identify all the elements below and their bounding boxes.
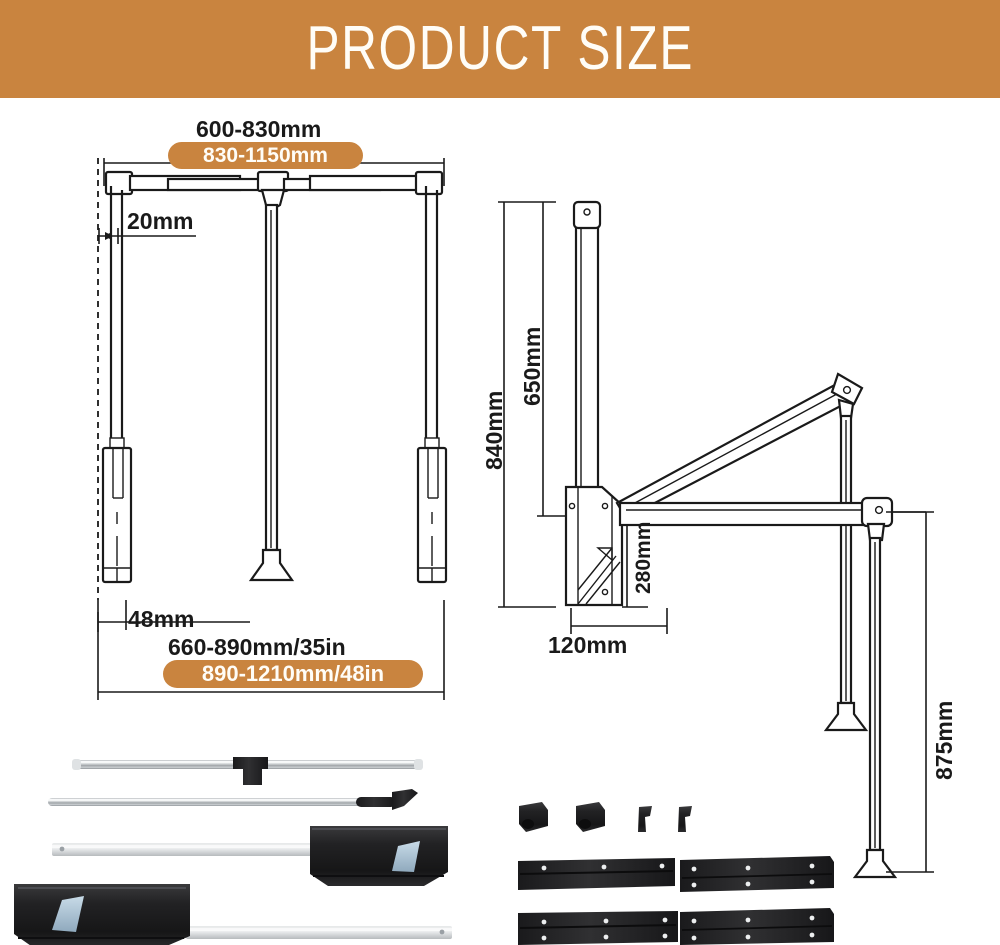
label-bracket-width: 120mm: [548, 632, 628, 658]
label-top-width-black: 600-830mm: [196, 116, 322, 142]
part-arm-assembly-right: [52, 826, 448, 886]
parts-left-group: [14, 757, 452, 945]
label-bottom-width-pill: 890-1210mm/48in: [163, 660, 423, 688]
part-clip-1: [638, 806, 652, 832]
header-banner: PRODUCT SIZE: [0, 0, 1000, 98]
side-view-linework: [498, 200, 934, 879]
part-pull-rod-with-handle: [48, 789, 418, 810]
label-bracket-depth: 48mm: [128, 606, 195, 632]
part-end-cap-2: [576, 802, 605, 832]
label-drop-height: 875mm: [931, 700, 957, 780]
part-mount-rail-1: [518, 858, 675, 890]
label-bottom-width-black: 660-890mm/35in: [168, 634, 346, 660]
part-arm-assembly-left: [14, 884, 452, 945]
part-mount-bracket-2: [680, 908, 834, 945]
parts-right-group: [518, 802, 834, 945]
part-end-cap-1: [519, 802, 548, 832]
part-mount-bracket-1: [680, 856, 834, 892]
label-total-height: 840mm: [481, 390, 507, 470]
label-bracket-height: 280mm: [632, 521, 655, 594]
part-clip-2: [678, 806, 692, 832]
page-title: PRODUCT SIZE: [306, 14, 694, 83]
label-top-width-pill: 830-1150mm: [168, 142, 363, 169]
part-mount-rail-2: [518, 911, 678, 945]
front-view-linework: [97, 158, 448, 700]
label-rod-height: 650mm: [519, 326, 545, 406]
label-offset: 20mm: [127, 208, 194, 234]
part-cross-bar-with-tee: [72, 757, 423, 785]
